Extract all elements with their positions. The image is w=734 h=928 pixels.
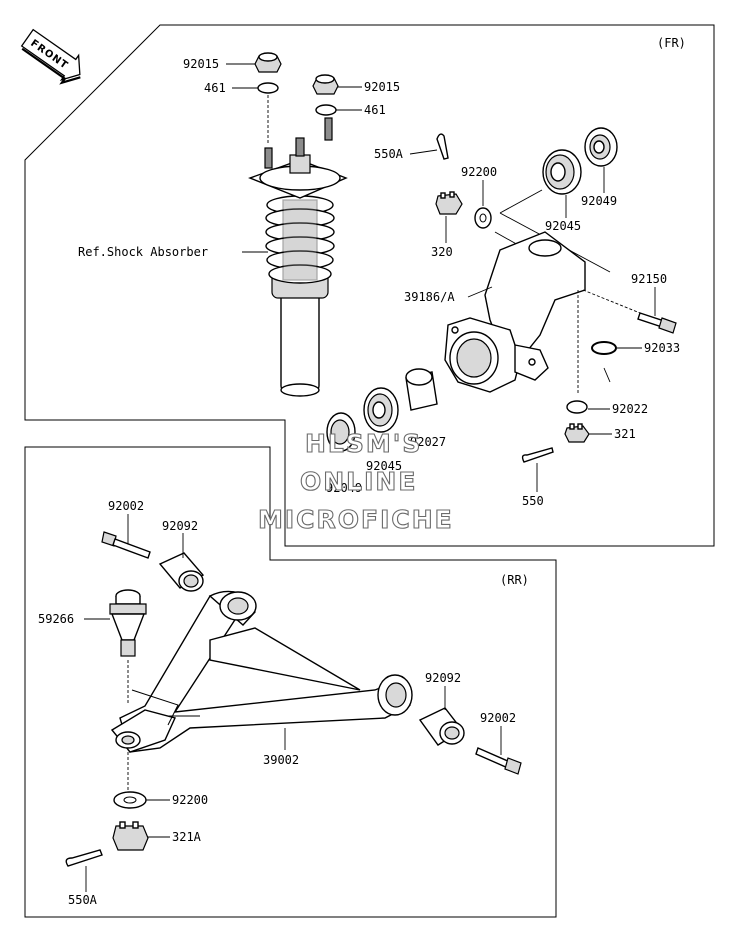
cotter-pin-550	[521, 447, 554, 463]
castle-nut-320	[435, 191, 463, 215]
label-92150: 92150	[631, 272, 667, 286]
castle-nut-321	[564, 423, 590, 443]
front-section-frame	[24, 24, 715, 547]
watermark-line-2: ONLINE	[300, 467, 417, 496]
label-321a: 321A	[172, 830, 202, 844]
washer-461-left	[257, 82, 279, 94]
nut-92015-right	[312, 74, 339, 95]
label-92092-right: 92092	[425, 671, 461, 685]
washer-92200-front	[474, 207, 492, 229]
bushing-92092-right	[418, 707, 465, 746]
label-92027: 92027	[410, 435, 446, 449]
castle-nut-321a	[112, 821, 149, 851]
shock-absorber	[248, 117, 348, 397]
label-92002-right: 92002	[480, 711, 516, 725]
rear-section-frame	[24, 446, 557, 918]
label-92002-left: 92002	[108, 499, 144, 513]
a-arm-39002	[110, 590, 413, 753]
nut-92015-left	[254, 52, 282, 73]
washer-92022	[566, 400, 588, 414]
bolt-92002-right	[475, 747, 522, 775]
bearing-92045-bottom	[363, 387, 399, 433]
washer-461-right	[315, 104, 337, 116]
label-550: 550	[522, 494, 544, 508]
seal-92049-bottom	[326, 412, 356, 452]
washer-92200-rear	[113, 791, 147, 809]
watermark-line-1: HLSM'S	[305, 429, 422, 458]
bolt-92150	[637, 312, 677, 334]
collar-92027	[405, 368, 438, 411]
rear-section-label: (RR)	[500, 573, 529, 587]
label-550a-top: 550A	[374, 147, 404, 161]
circlip-92033	[591, 341, 617, 355]
bolt-92002-left	[101, 531, 151, 559]
label-321: 321	[614, 427, 636, 441]
label-92045-top: 92045	[545, 219, 581, 233]
label-92200-rear: 92200	[172, 793, 208, 807]
bushing-92092-left	[158, 552, 205, 592]
cotter-pin-550a-top	[436, 133, 449, 160]
bearing-92045-top	[542, 149, 582, 195]
label-92015-left: 92015	[183, 57, 219, 71]
label-92022: 92022	[612, 402, 648, 416]
steering-knuckle-39186a	[444, 231, 586, 393]
front-arrow-badge: FRONT	[20, 28, 81, 85]
label-39186a: 39186/A	[404, 290, 455, 304]
label-320: 320	[431, 245, 453, 259]
label-92049-bottom: 92049	[326, 481, 362, 495]
label-ref-shock-absorber: Ref.Shock Absorber	[78, 245, 208, 259]
cotter-pin-550a-rear	[65, 849, 103, 867]
label-92045-bottom: 92045	[366, 459, 402, 473]
label-461-right: 461	[364, 103, 386, 117]
label-550a-rear: 550A	[68, 893, 98, 907]
ball-joint-59266	[109, 589, 147, 657]
label-92049-top: 92049	[581, 194, 617, 208]
label-461-left: 461	[204, 81, 226, 95]
label-92092-left: 92092	[162, 519, 198, 533]
label-92200-front: 92200	[461, 165, 497, 179]
watermark-line-3: MICROFICHE	[258, 505, 454, 534]
label-59266: 59266	[38, 612, 74, 626]
front-section-label: (FR)	[657, 36, 686, 50]
label-92015-right: 92015	[364, 80, 400, 94]
label-39002: 39002	[263, 753, 299, 767]
label-92033: 92033	[644, 341, 680, 355]
seal-92049-top	[584, 127, 618, 167]
